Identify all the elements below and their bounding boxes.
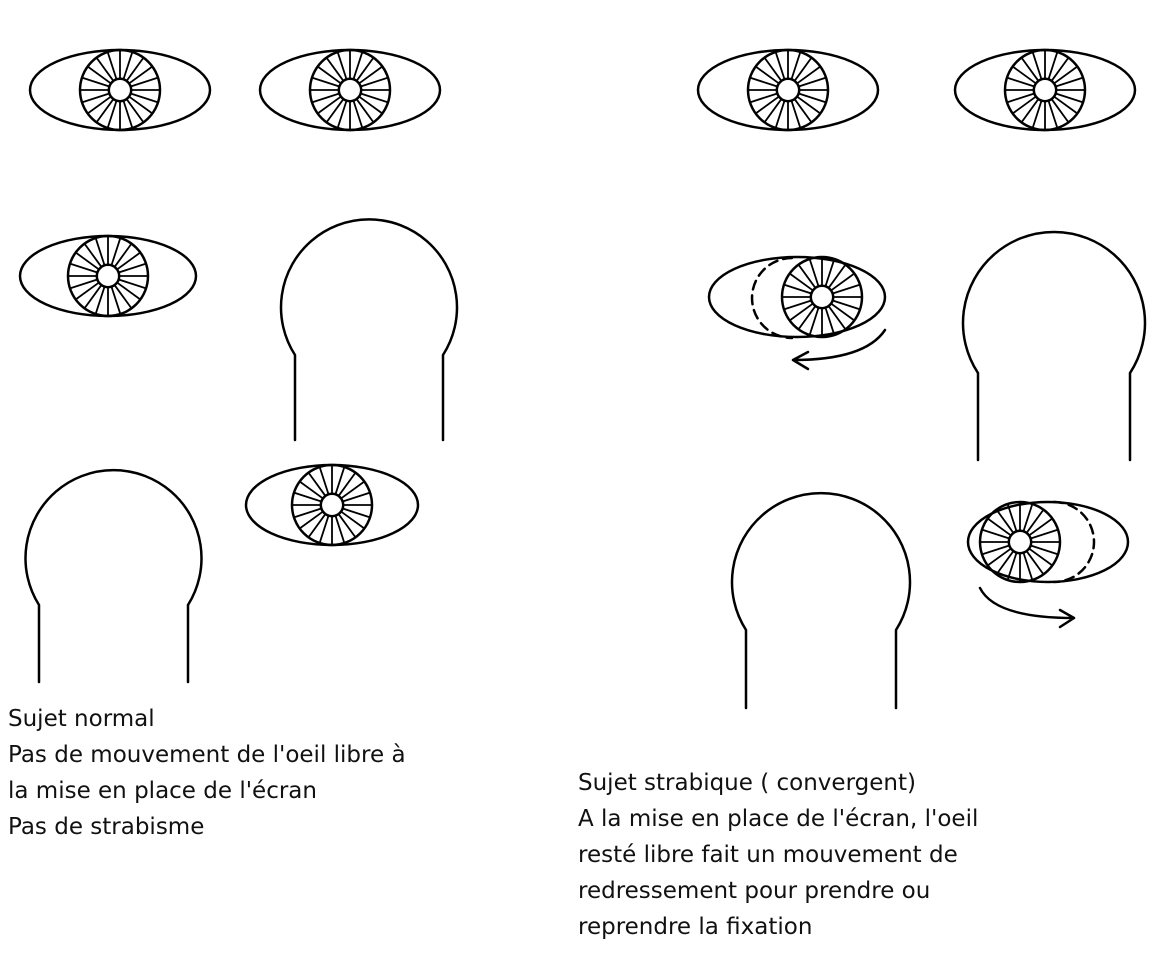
eye-left-top-1 (30, 50, 210, 130)
caption-normal-subject: Sujet normal Pas de mouvement de l'oeil … (8, 701, 406, 845)
eye-right-top-1 (698, 50, 878, 130)
eye-right-mid-deviated (709, 257, 885, 337)
caption-strab-line-3: resté libre fait un mouvement de (578, 837, 978, 873)
caption-normal-line-2: Pas de mouvement de l'oeil libre à (8, 737, 406, 773)
pupil (1034, 79, 1056, 101)
caption-strab-line-4: redressement pour prendre ou (578, 873, 978, 909)
pupil (321, 494, 343, 516)
ghost-iris-mid (752, 258, 792, 338)
eye-left-top-2 (260, 50, 440, 130)
caption-normal-line-3: la mise en place de l'écran (8, 773, 406, 809)
movement-arrow-bottom (980, 588, 1074, 627)
pupil (1009, 531, 1031, 553)
eye-left-bottom (246, 465, 418, 545)
eye-left-mid (20, 236, 196, 316)
cover-screen-left-upper (281, 219, 457, 440)
pupil (109, 79, 131, 101)
pupil (97, 265, 119, 287)
cover-screen-left-lower (25, 470, 201, 682)
caption-normal-line-4: Pas de strabisme (8, 809, 406, 845)
cover-screen-right-lower (732, 493, 910, 708)
caption-strab-line-2: A la mise en place de l'écran, l'oeil (578, 801, 978, 837)
pupil (811, 286, 833, 308)
pupil (777, 79, 799, 101)
caption-strab-line-1: Sujet strabique ( convergent) (578, 765, 978, 801)
caption-strab-line-5: reprendre la fixation (578, 909, 978, 945)
eye-right-top-2 (955, 50, 1135, 130)
caption-normal-line-1: Sujet normal (8, 701, 406, 737)
pupil (339, 79, 361, 101)
cover-screen-right-upper (963, 232, 1145, 460)
eye-right-bottom-deviated (968, 502, 1128, 582)
caption-strabismic-subject: Sujet strabique ( convergent) A la mise … (578, 765, 978, 945)
